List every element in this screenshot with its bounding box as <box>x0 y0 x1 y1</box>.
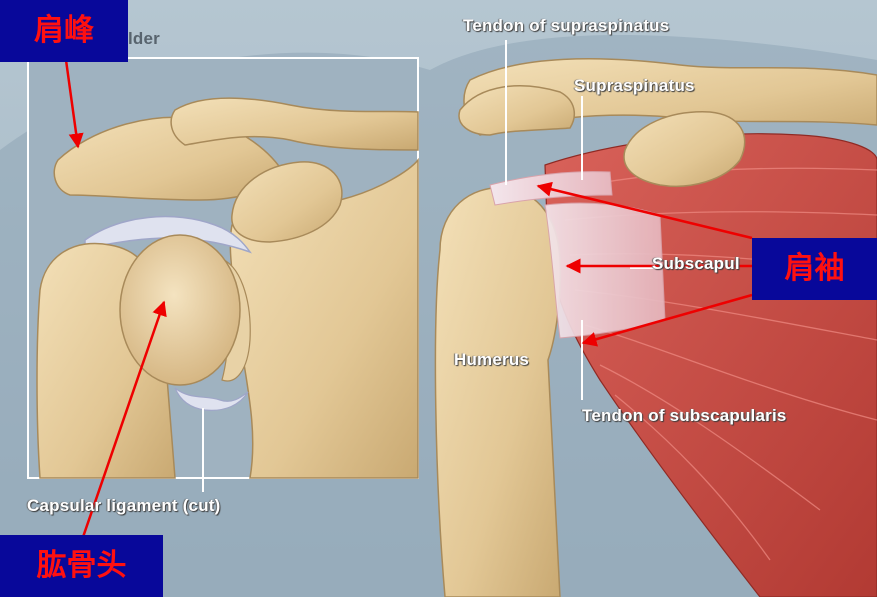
inset-title-label: lder <box>128 29 160 48</box>
subscapularis-label: Subscapul <box>652 254 740 273</box>
humeral-head <box>119 234 241 386</box>
humeral-head-chinese-label: 肱骨头 <box>0 535 163 597</box>
supraspinatus-label: Supraspinatus <box>574 76 695 95</box>
acromion-chinese-label: 肩峰 <box>0 0 128 62</box>
annotation-arrows <box>64 59 753 541</box>
acromion-right <box>458 85 576 136</box>
arrow-humeral-head <box>80 300 167 541</box>
inset-panel <box>27 57 419 492</box>
arrow-acromion <box>64 59 84 149</box>
coracoid-bone <box>231 161 343 243</box>
subscapularis-tendon <box>544 202 666 339</box>
humerus-label: Humerus <box>454 350 530 369</box>
humerus-right <box>434 187 562 597</box>
coracoid-right <box>623 111 746 187</box>
arrow-cuff-lower <box>581 293 753 347</box>
arrow-cuff-supraspinatus <box>536 181 753 240</box>
capsular-ligament-label: Capsular ligament (cut) <box>27 496 221 515</box>
articular-cartilage <box>84 215 252 254</box>
rotator-cuff-chinese-label: 肩袖 <box>752 238 877 300</box>
capsular-ligament <box>174 387 249 411</box>
clavicle-bone <box>170 97 419 151</box>
tendon-supraspinatus-label: Tendon of supraspinatus <box>463 16 670 35</box>
tendon-subscapularis-label: Tendon of subscapularis <box>582 406 787 425</box>
